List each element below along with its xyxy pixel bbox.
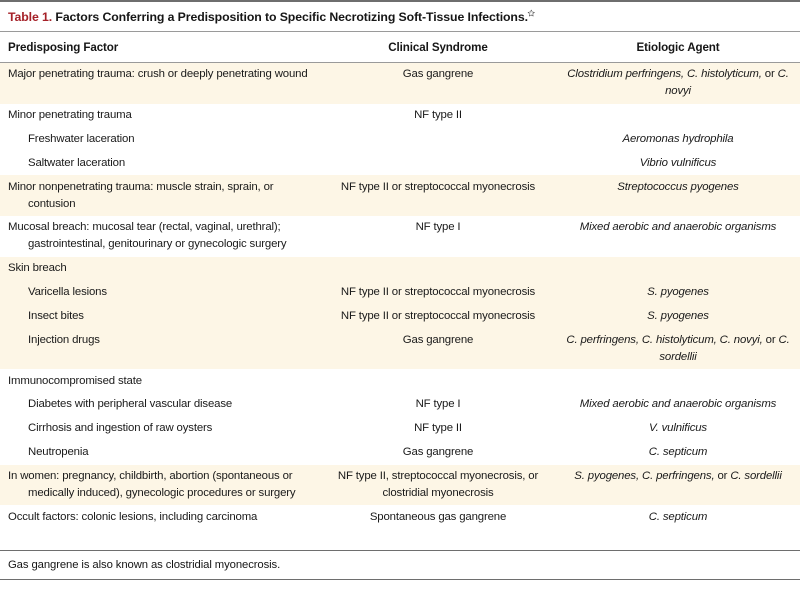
- cell-etiologic-agent: V. vulnificus: [649, 422, 707, 435]
- table-row: Diabetes with peripheral vascular diseas…: [0, 392, 800, 417]
- table-number-label: Table 1.: [8, 10, 53, 25]
- table-row: Immunocompromised state: [0, 369, 800, 393]
- table-row: Varicella lesions NF type II or streptoco…: [0, 280, 800, 305]
- cell-predisposing-factor: Diabetes with peripheral vascular diseas…: [28, 398, 233, 411]
- cell-predisposing-factor: Major penetrating trauma: crush or deepl…: [8, 68, 308, 81]
- cell-clinical-syndrome: Gas gangrene: [402, 333, 474, 346]
- cell-clinical-syndrome: NF type I: [415, 398, 461, 411]
- cell-etiologic-agent: Mixed aerobic and anaerobic organisms: [579, 398, 777, 411]
- cell-predisposing-factor: Cirrhosis and ingestion of raw oysters: [28, 422, 213, 435]
- table-row: Occult factors: colonic lesions, includi…: [0, 505, 800, 530]
- table-row: In women: pregnancy, childbirth, abortio…: [0, 464, 800, 506]
- column-header-clinical-syndrome: Clinical Syndrome: [388, 40, 488, 54]
- cell-clinical-syndrome: NF type II: [414, 109, 462, 122]
- cell-predisposing-factor: Neutropenia: [28, 446, 89, 459]
- cell-etiologic-agent: Aeromonas hydrophila: [622, 132, 734, 145]
- cell-etiologic-agent: Streptococcus pyogenes: [617, 180, 739, 193]
- cell-predisposing-factor: In women: pregnancy, childbirth, abortio…: [8, 470, 296, 499]
- cell-predisposing-factor: Freshwater laceration: [28, 132, 135, 145]
- table-row: Major penetrating trauma: crush or deepl…: [0, 62, 800, 104]
- cell-etiologic-agent: Vibrio vulnificus: [639, 156, 717, 169]
- cell-predisposing-factor: Immunocompromised state: [8, 374, 142, 387]
- cell-predisposing-factor: Skin breach: [8, 262, 67, 275]
- title-footnote-symbol: ✩: [527, 9, 535, 18]
- table-row: Skin breach: [0, 256, 800, 281]
- column-header-row: Predisposing Factor Clinical Syndrome Et…: [0, 31, 800, 63]
- column-header-etiologic-agent: Etiologic Agent: [636, 40, 720, 54]
- table-row: Minor nonpenetrating trauma: muscle stra…: [0, 175, 800, 216]
- cell-clinical-syndrome: NF type II or streptococcal myonecrosis: [340, 180, 536, 193]
- figure-tail-space: [0, 579, 800, 600]
- table-title: Table 1. Factors Conferring a Predisposi…: [0, 0, 800, 32]
- table-row: Insect bites NF type II or streptococcal …: [0, 304, 800, 329]
- cell-clinical-syndrome: NF type II or streptococcal myonecrosis: [340, 309, 536, 322]
- cell-etiologic-agent: C. perfringens, C. histolyticum, C. novy…: [566, 333, 790, 363]
- cell-etiologic-agent: S. pyogenes: [647, 286, 709, 299]
- table-row: Freshwater laceration Aeromonas hydrophil…: [0, 127, 800, 152]
- table-row: Cirrhosis and ingestion of raw oysters NF…: [0, 416, 800, 441]
- cell-predisposing-factor: Injection drugs: [28, 333, 100, 346]
- cell-etiologic-agent: S. pyogenes: [647, 309, 709, 322]
- table-footnote: Gas gangrene is also known as clostridia…: [0, 549, 800, 580]
- cell-predisposing-factor: Saltwater laceration: [28, 156, 126, 169]
- table-title-text: Factors Conferring a Predisposition to S…: [55, 10, 528, 25]
- cell-clinical-syndrome: NF type II: [414, 422, 462, 435]
- cell-clinical-syndrome: Gas gangrene: [402, 446, 474, 459]
- cell-clinical-syndrome: NF type II, streptococcal myonecrosis, o…: [337, 470, 539, 499]
- cell-etiologic-agent: Clostridium perfringens, C. histolyticum…: [567, 68, 789, 98]
- cell-predisposing-factor: Occult factors: colonic lesions, includi…: [8, 510, 258, 523]
- cell-etiologic-agent: Mixed aerobic and anaerobic organisms: [579, 221, 777, 234]
- cell-etiologic-agent: C. septicum: [648, 446, 708, 459]
- cell-clinical-syndrome: NF type II or streptococcal myonecrosis: [340, 286, 536, 299]
- cell-predisposing-factor: Minor penetrating trauma: [8, 109, 132, 122]
- table-row: Minor penetrating trauma NF type II: [0, 103, 800, 128]
- cell-clinical-syndrome: Spontaneous gas gangrene: [369, 510, 507, 523]
- cell-predisposing-factor: Varicella lesions: [28, 286, 107, 299]
- cell-etiologic-agent: C. septicum: [648, 510, 708, 523]
- table-body: Major penetrating trauma: crush or deepl…: [0, 62, 800, 550]
- table-row: Injection drugs Gas gangrene C. perfringen…: [0, 328, 800, 370]
- cell-predisposing-factor: Insect bites: [28, 309, 84, 322]
- cell-predisposing-factor: Mucosal breach: mucosal tear (rectal, va…: [8, 221, 287, 251]
- table-row: Saltwater laceration Vibrio vulnificus: [0, 151, 800, 176]
- cell-clinical-syndrome: Gas gangrene: [402, 68, 474, 81]
- cell-predisposing-factor: Minor nonpenetrating trauma: muscle stra…: [8, 180, 274, 210]
- table-row: Neutropenia Gas gangrene C. septicum: [0, 440, 800, 465]
- column-header-predisposing-factor: Predisposing Factor: [8, 40, 119, 54]
- cell-clinical-syndrome: NF type I: [415, 221, 461, 234]
- cell-etiologic-agent: S. pyogenes, C. perfringens, or C. sorde…: [574, 470, 782, 483]
- table-row: Mucosal breach: mucosal tear (rectal, va…: [0, 215, 800, 257]
